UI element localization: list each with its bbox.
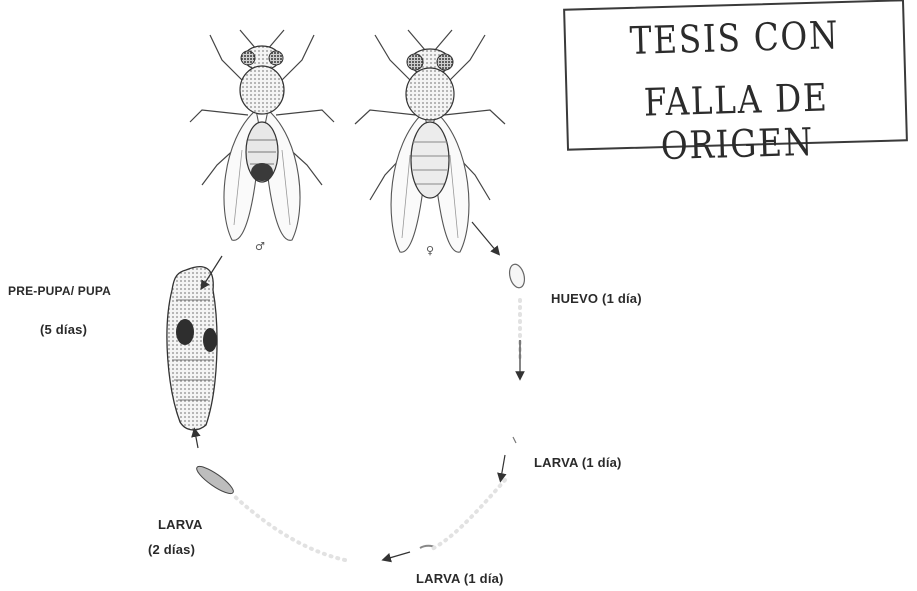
egg-icon	[507, 263, 527, 290]
label-larva-1: LARVA (1 día)	[534, 455, 622, 470]
label-larva-2: LARVA (1 día)	[416, 571, 504, 586]
female-fly-icon	[355, 30, 505, 252]
arrow-icon	[195, 222, 520, 559]
label-larva-3-days: (2 días)	[148, 542, 195, 557]
label-larva-3: LARVA	[158, 517, 203, 532]
female-symbol: ♀	[426, 244, 434, 257]
label-huevo: HUEVO (1 día)	[551, 291, 642, 306]
male-symbol: ♂	[255, 240, 265, 253]
male-fly-icon	[190, 30, 334, 240]
pupa-icon	[167, 267, 217, 430]
origin-stamp: TESIS CON FALLA DE ORIGEN	[563, 0, 908, 151]
stamp-line-2: FALLA DE ORIGEN	[591, 74, 883, 170]
label-pupa: PRE-PUPA/ PUPA	[8, 284, 111, 298]
larva-icon	[194, 437, 516, 548]
label-pupa-days: (5 días)	[40, 322, 87, 337]
stamp-line-1: TESIS CON	[589, 12, 880, 64]
